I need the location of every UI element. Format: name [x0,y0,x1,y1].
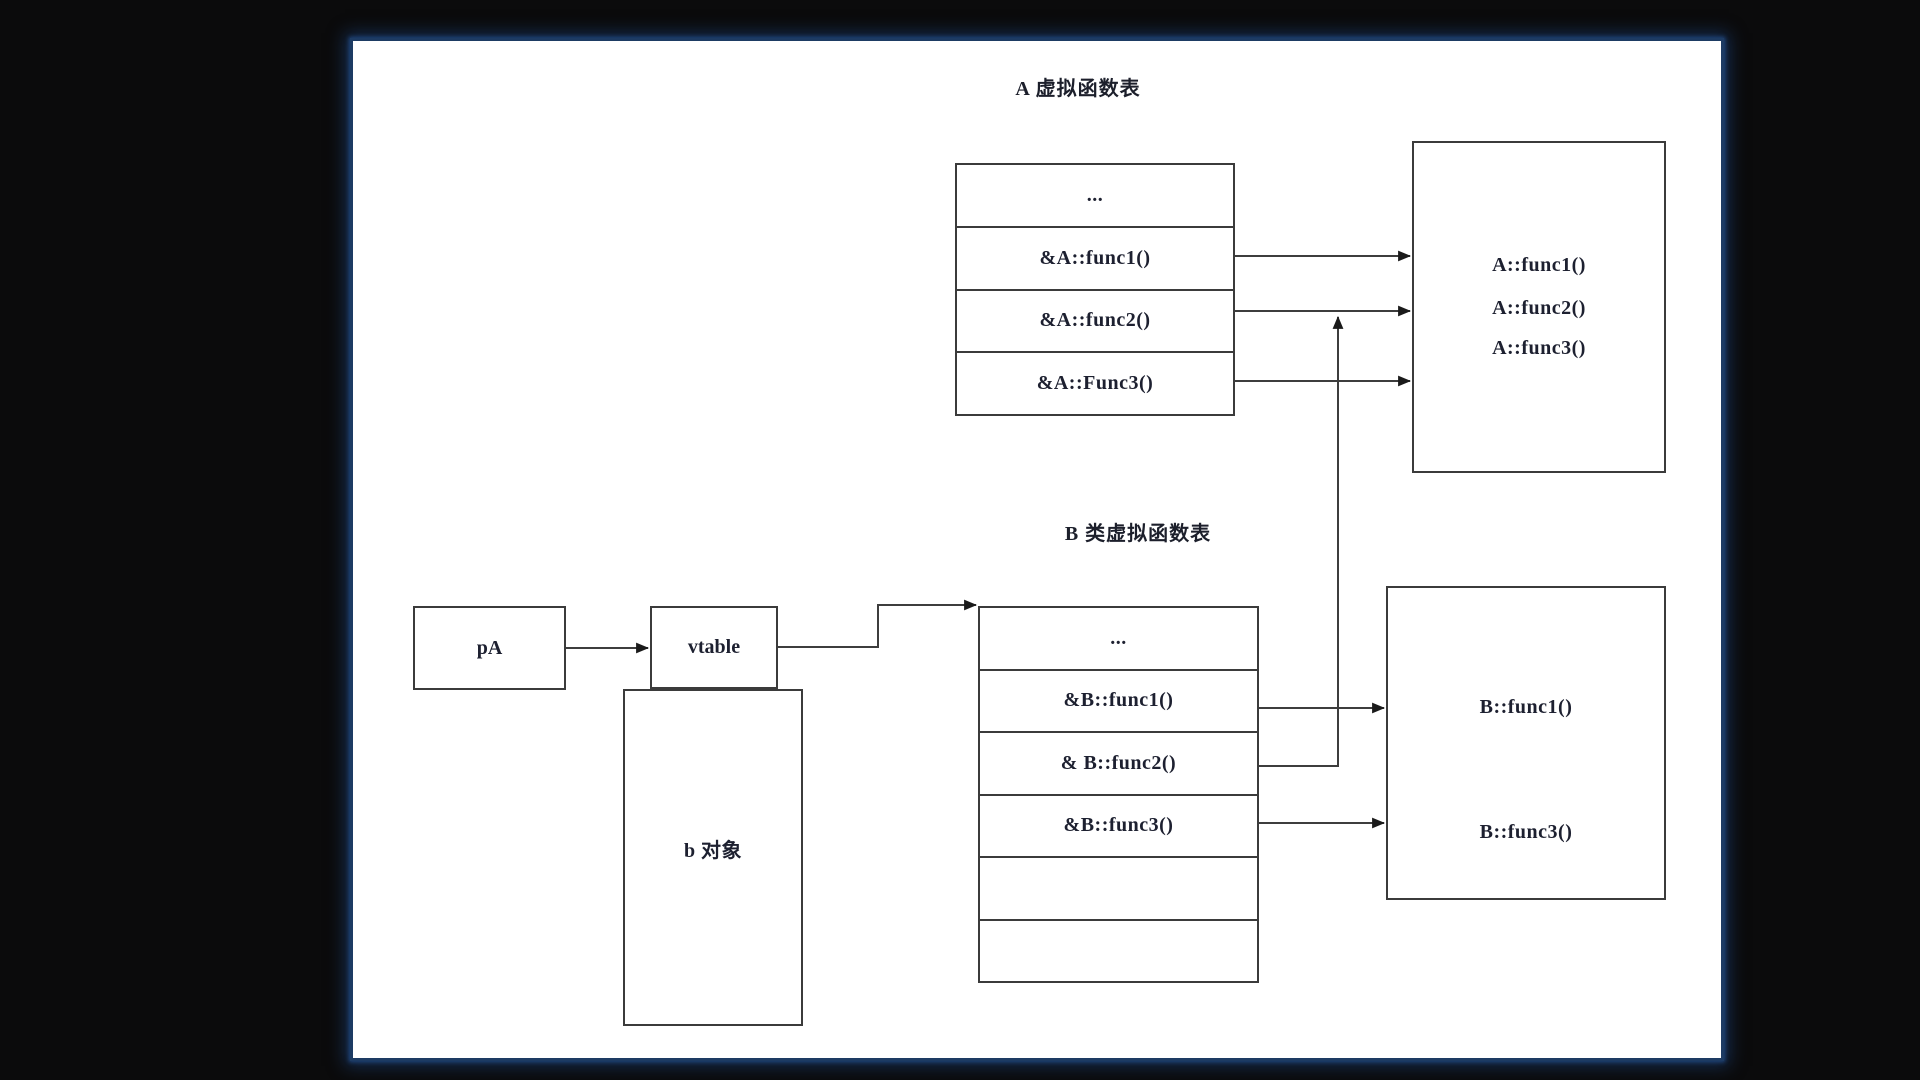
a-vtable-slot-func2: &A::func2() [957,288,1233,352]
b-functions-box: B::func1() B::func3() [1386,586,1666,900]
a-vtable-table: ... &A::func1() &A::func2() &A::Func3() [955,163,1235,416]
b-vtable-table: ... &B::func1() & B::func2() &B::func3() [978,606,1259,983]
b-vtable-slot-func2: & B::func2() [980,731,1257,794]
b-vtable-slot-empty-2 [980,918,1257,982]
b-vtable-slot-func3: &B::func3() [980,793,1257,857]
a-func1-label: A::func1() [1492,254,1586,276]
a-func2-label: A::func2() [1492,297,1586,319]
b-func3-label: B::func3() [1479,821,1573,843]
diagram-page: A 虚拟函数表 B 类虚拟函数表 ... &A::func1() &A::fun… [350,38,1724,1061]
a-func3-label: A::func3() [1492,337,1586,359]
vtable-member-box: vtable [650,606,778,689]
a-vtable-slot-ellipsis: ... [1086,183,1104,206]
b-vtable-slot-func1: &B::func1() [980,668,1257,732]
pa-pointer-box: pA [413,606,566,690]
b-vtable-slot-empty-1 [980,856,1257,919]
a-vtable-slot-func3: &A::Func3() [957,351,1233,414]
arrow-vtable-to-b-vtable [778,599,978,648]
a-functions-box: A::func1() A::func2() A::func3() [1412,141,1666,473]
a-vtable-slot-func1: &A::func1() [957,225,1233,289]
b-vtable-slot-ellipsis: ... [1110,626,1127,649]
title-a-vtable: A 虚拟函数表 [1015,78,1141,100]
b-object-label: b 对象 [683,840,743,862]
b-object-box: b 对象 [623,689,803,1026]
b-func1-label: B::func1() [1479,696,1573,718]
title-b-vtable: B 类虚拟函数表 [1064,523,1212,545]
